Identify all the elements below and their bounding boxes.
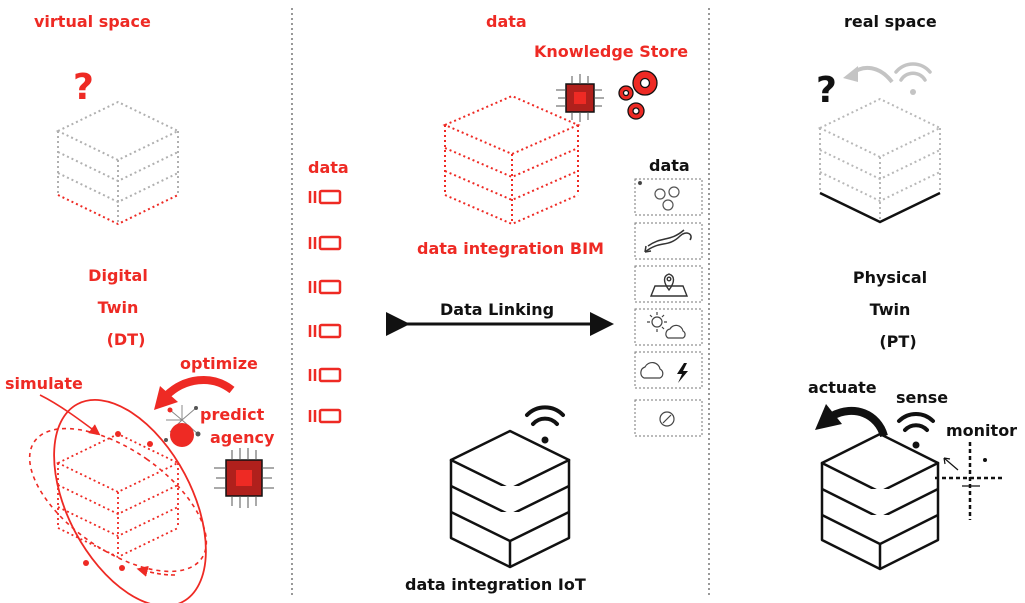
knowledge-store-label: Knowledge Store bbox=[534, 42, 689, 61]
wind-icon bbox=[644, 229, 692, 253]
digital-twin-box bbox=[55, 433, 181, 558]
wifi-icon-gray bbox=[894, 62, 932, 95]
data-stream-icon bbox=[308, 323, 342, 339]
optimize-label: optimize bbox=[180, 354, 258, 373]
pt-line2: Twin bbox=[869, 300, 911, 319]
sense-label: sense bbox=[896, 388, 949, 407]
optimize-arrow-head bbox=[154, 386, 178, 410]
data-stream-icon bbox=[308, 235, 342, 251]
simulate-orbit-inner bbox=[28, 427, 208, 573]
real-space-box-base bbox=[819, 191, 941, 224]
data-linking-label: Data Linking bbox=[440, 300, 555, 319]
data-stream-icon bbox=[308, 189, 342, 205]
simulate-arrow bbox=[39, 394, 101, 436]
simulate-orbit-outer bbox=[53, 399, 207, 603]
monitor-label: monitor bbox=[946, 421, 1018, 440]
monitor-arrows bbox=[943, 457, 980, 487]
agency-label: agency bbox=[210, 428, 275, 447]
data-stream-icons bbox=[308, 189, 342, 424]
gears-icon bbox=[618, 70, 658, 120]
bim-box bbox=[442, 94, 581, 226]
ai-chip-icon bbox=[214, 448, 274, 508]
sense-wifi-icon bbox=[897, 411, 935, 449]
optimize-arrow bbox=[163, 375, 235, 399]
physical-twin-box bbox=[820, 432, 940, 571]
data-stream-icon bbox=[308, 279, 342, 295]
agency-node-icon bbox=[164, 405, 201, 447]
data-stream-icon bbox=[308, 367, 342, 383]
virtual-question-mark: ? bbox=[73, 67, 94, 108]
real-space-box bbox=[817, 97, 943, 222]
data-category-icons bbox=[634, 178, 703, 437]
actuate-arrow-head bbox=[815, 404, 842, 430]
virtual-space-box-base bbox=[57, 194, 179, 226]
storm-icon bbox=[640, 361, 688, 383]
sun-cloud-icon bbox=[647, 312, 686, 339]
monitor-dot bbox=[983, 458, 987, 462]
virtual-space-label: virtual space bbox=[34, 12, 151, 31]
dt-line1: Digital bbox=[88, 266, 148, 285]
data-stream-icon bbox=[308, 408, 342, 424]
data-top-label: data bbox=[486, 12, 527, 31]
actuate-arrow bbox=[830, 406, 888, 438]
simulate-label: simulate bbox=[5, 374, 83, 393]
actuate-label: actuate bbox=[808, 378, 877, 397]
map-pin-icon bbox=[649, 273, 689, 297]
particles-icon bbox=[637, 180, 680, 211]
real-space-label: real space bbox=[844, 12, 937, 31]
pt-line3: (PT) bbox=[879, 332, 917, 351]
iot-label: data integration IoT bbox=[405, 575, 586, 594]
pt-line1: Physical bbox=[852, 268, 928, 287]
dt-line2: Twin bbox=[97, 298, 139, 317]
virtual-space-box bbox=[55, 100, 181, 224]
predict-label: predict bbox=[200, 405, 265, 424]
bim-label: data integration BIM bbox=[417, 239, 604, 258]
real-question-mark: ? bbox=[816, 70, 837, 111]
knowledge-chip-icon bbox=[556, 74, 604, 122]
monitor-crosshair-icon bbox=[935, 442, 1003, 520]
wifi-icon-iot bbox=[525, 405, 565, 444]
orbit-nodes bbox=[83, 431, 153, 571]
gray-arrow-head bbox=[843, 66, 858, 82]
simulate-arrow-bottom bbox=[136, 565, 176, 577]
compass-icon bbox=[659, 411, 675, 427]
data-right-label: data bbox=[649, 156, 690, 175]
iot-box bbox=[449, 429, 571, 569]
data-left-label: data bbox=[308, 158, 349, 177]
dt-line3: (DT) bbox=[106, 330, 146, 349]
